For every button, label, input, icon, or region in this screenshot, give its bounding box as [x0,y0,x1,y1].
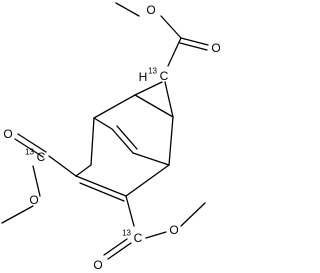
bond-carbonyl-bottom-a [103,238,128,256]
atom-o-carbonyl-left: O [3,127,12,141]
bond-c-left-to-ring [48,155,77,177]
bond-c-bottom-to-ring [125,195,135,227]
bond-carbonyl-left-a [17,133,47,153]
bond-ester-left [32,165,41,197]
bond-carbonyl-top-a [180,37,209,46]
bond-ester-bottom [145,231,167,239]
atom-o-ester-left: O [29,193,38,207]
atom-c-bottom: C [134,231,143,245]
bond-methyl-top [115,2,140,17]
bond-lines [1,2,209,260]
bond-frame-5 [111,128,134,154]
bond-frame-7 [75,164,92,177]
atom-c-left: C [37,150,46,164]
bond-ester-top [160,15,182,39]
atom-o-ester-top: O [146,3,155,17]
bond-frame-8 [125,164,170,197]
bond-cyclopropane-a [134,81,163,96]
atom-labels: O O H 13 C O 13 C O 13 C O O [3,3,220,272]
bond-frame-4 [93,117,113,130]
bond-carbonyl-bottom-b [107,242,132,260]
bond-methyl-bottom [180,202,206,227]
bond-methyl-left [1,205,34,224]
bond-frame-2 [168,116,174,166]
isotope-label-bottom: 13 [122,229,131,238]
chemical-structure: O O H 13 C O 13 C O 13 C O O [1,2,221,272]
bond-frame-3 [90,117,95,166]
atom-o-carbonyl-top: O [211,41,220,55]
bond-cyclopropane-b [164,81,174,118]
bond-c-top-to-carboxyl [167,37,182,67]
bond-frame-1 [93,94,136,119]
bond-carbonyl-left-b [14,138,44,158]
bond-frame-9b [79,182,125,202]
atom-h-top: H [139,70,148,84]
bond-cyclopropane-c [134,94,174,118]
atom-o-ester-bottom: O [169,223,178,237]
atom-c-top: C [160,69,169,83]
isotope-label-left: 13 [25,148,34,157]
isotope-label-top: 13 [148,67,157,76]
bond-frame-6 [132,152,170,166]
atom-o-carbonyl-bottom: O [93,258,102,272]
bond-carbonyl-top-b [179,42,208,51]
bond-frame-9 [75,175,127,197]
bond-frame-5b [116,125,138,150]
